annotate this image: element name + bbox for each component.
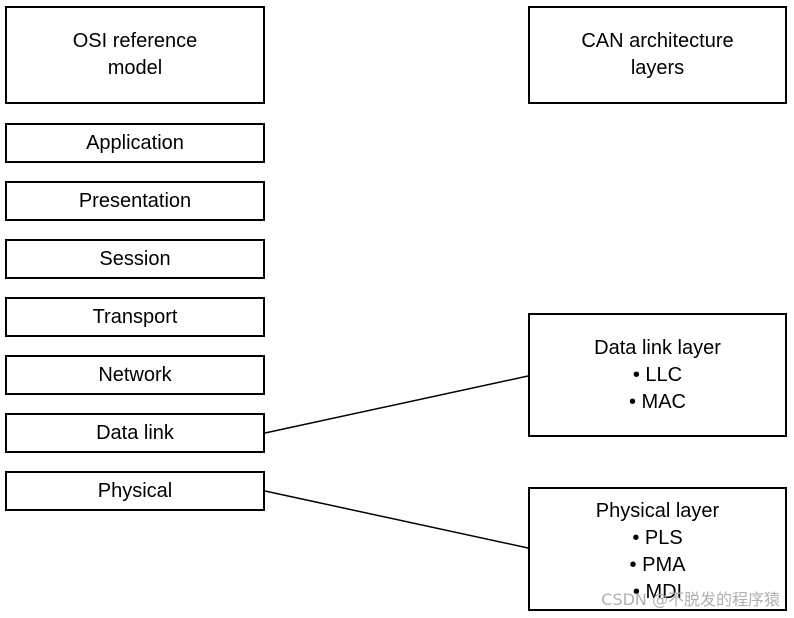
osi-layer-label: Session xyxy=(99,247,171,270)
can-physical-box: Physical layer PLS PMA MDI xyxy=(528,487,787,611)
osi-header-label: OSI reference model xyxy=(72,30,198,79)
physical-connector-line xyxy=(264,490,529,549)
can-data-link-list: LLC MAC xyxy=(629,362,686,416)
can-physical-list: PLS PMA MDI xyxy=(630,525,686,606)
osi-layer-presentation: Presentation xyxy=(5,181,265,221)
osi-layer-session: Session xyxy=(5,239,265,279)
can-sublayer-item: PLS xyxy=(630,525,686,552)
osi-layer-label: Network xyxy=(98,363,172,386)
can-sublayer-item: MDI xyxy=(630,579,686,606)
watermark: CSDN @不脱发的程序猿 xyxy=(601,590,780,609)
osi-layer-label: Data link xyxy=(96,421,174,444)
can-header-label: CAN architecture layers xyxy=(581,30,734,79)
can-data-link-box: Data link layer LLC MAC xyxy=(528,313,787,437)
osi-layer-physical: Physical xyxy=(5,471,265,511)
osi-layer-label: Transport xyxy=(92,305,178,328)
osi-layer-label: Physical xyxy=(97,479,173,502)
osi-layer-data-link: Data link xyxy=(5,413,265,453)
can-sublayer-item: PMA xyxy=(630,552,685,579)
osi-layer-application: Application xyxy=(5,123,265,163)
datalink-connector-line xyxy=(264,375,529,434)
osi-header-box: OSI reference model xyxy=(5,6,265,104)
can-header-box: CAN architecture layers xyxy=(528,6,787,104)
osi-layer-label: Presentation xyxy=(78,189,192,212)
can-data-link-title: Data link layer xyxy=(594,336,721,359)
can-sublayer-item: MAC xyxy=(629,389,686,416)
osi-layer-transport: Transport xyxy=(5,297,265,337)
osi-layer-network: Network xyxy=(5,355,265,395)
osi-layer-label: Application xyxy=(86,131,184,154)
can-physical-title: Physical layer xyxy=(595,500,720,522)
can-sublayer-item: LLC xyxy=(629,362,686,389)
